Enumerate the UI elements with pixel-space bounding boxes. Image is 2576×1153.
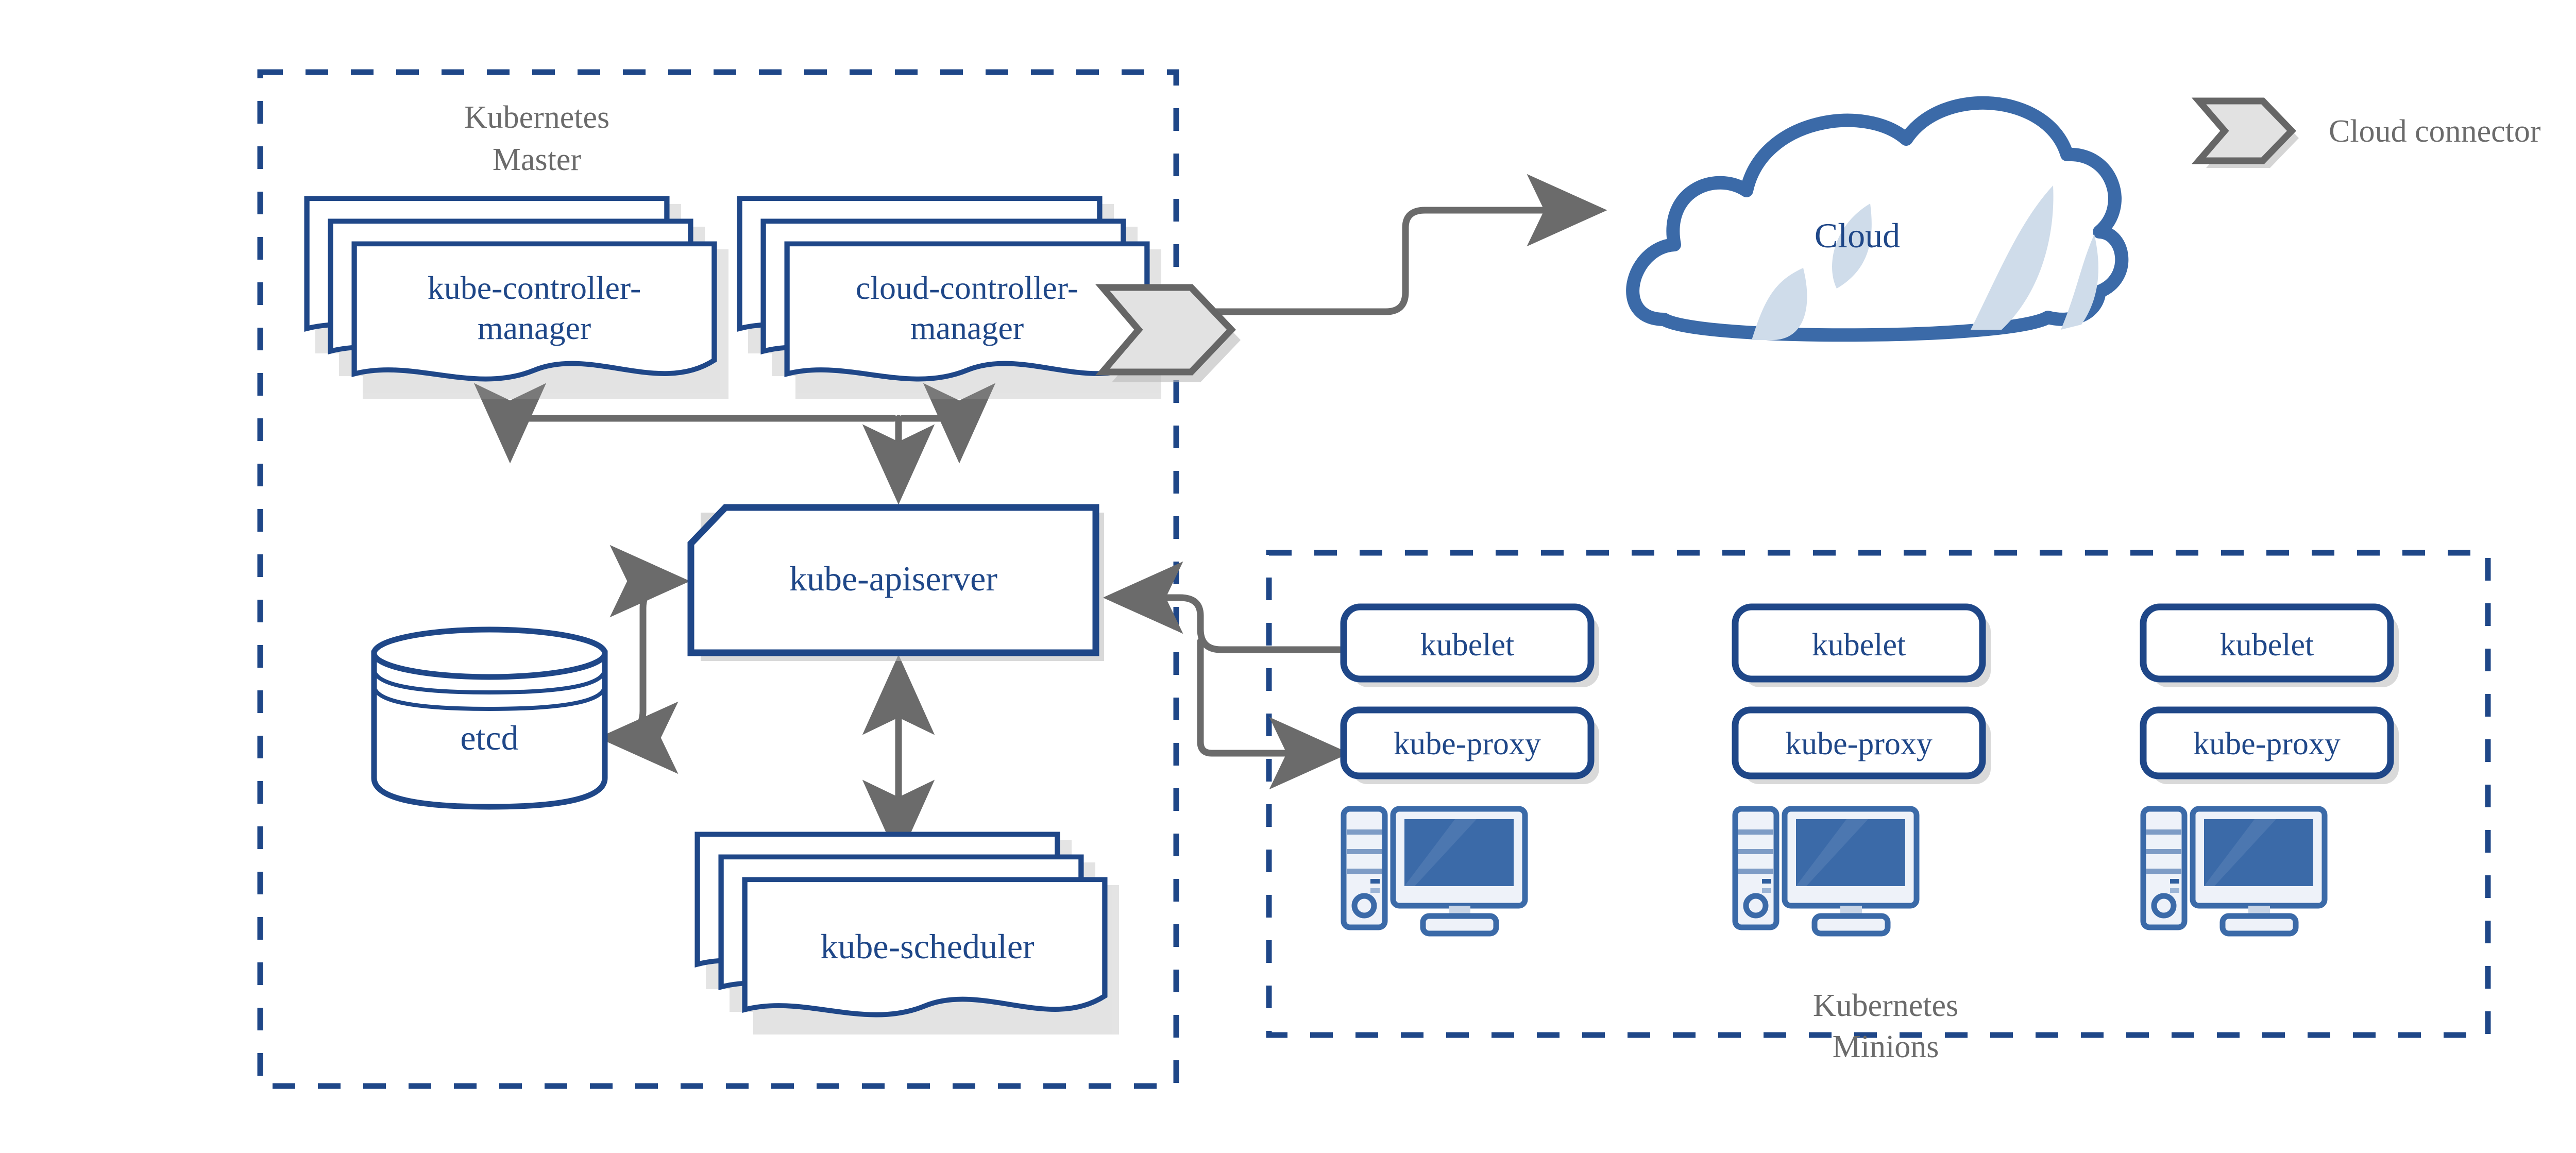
- minion-2-desktop-computer-icon: [1732, 806, 1920, 937]
- node-label-kube-controller-manager-line1: kube-controller-: [428, 269, 641, 306]
- minion-3-kube-proxy-label: kube-proxy: [2193, 726, 2341, 761]
- minion-2-kube-proxy-label: kube-proxy: [1785, 726, 1933, 761]
- node-kube-controller-manager[interactable]: kube-controller- manager: [307, 198, 728, 399]
- arrow-apiserver-to-kubeproxy: [1197, 638, 1350, 790]
- arrow-kubelet-to-apiserver: [1103, 561, 1343, 653]
- minion-3-kubelet-label: kubelet: [2220, 628, 2314, 663]
- node-kube-scheduler[interactable]: kube-scheduler: [698, 834, 1119, 1035]
- node-label-kube-apiserver: kube-apiserver: [789, 559, 997, 598]
- node-label-cloud-controller-manager-line1: cloud-controller-: [856, 269, 1078, 306]
- minion-1-kube-proxy[interactable]: kube-proxy: [1340, 706, 1599, 784]
- arrow-apiserver-etcd: [598, 545, 690, 774]
- node-label-etcd: etcd: [460, 718, 518, 757]
- arrow-apiserver-to-cloud-controller-manager: [899, 383, 996, 464]
- arrow-cloud-connector-to-cloud: [1197, 174, 1607, 315]
- minion-2-kubelet-label: kubelet: [1812, 628, 1906, 663]
- node-label-kube-controller-manager-line2: manager: [478, 310, 591, 346]
- connector-lines: [473, 174, 1607, 860]
- minion-1-desktop-computer-icon: [1341, 806, 1528, 937]
- zone-label-master-line2: Master: [493, 142, 582, 177]
- node-label-kube-scheduler: kube-scheduler: [820, 927, 1035, 966]
- zone-label-master-line1: Kubernetes: [464, 100, 609, 135]
- zone-label-minions-line2: Minions: [1833, 1029, 1939, 1064]
- node-kube-apiserver[interactable]: kube-apiserver: [687, 504, 1104, 661]
- node-etcd[interactable]: etcd: [371, 626, 608, 810]
- minion-3: kubelet kube-proxy: [2140, 603, 2399, 937]
- minion-2-kube-proxy[interactable]: kube-proxy: [1732, 706, 1991, 784]
- minion-1-kubelet[interactable]: kubelet: [1340, 603, 1599, 687]
- cloud-connector-icon[interactable]: [1095, 284, 1241, 382]
- node-cloud[interactable]: Cloud: [1626, 96, 2129, 342]
- minion-2: kubelet kube-proxy: [1732, 603, 1991, 937]
- legend-label: Cloud connector: [2329, 114, 2541, 149]
- zone-label-minions-line1: Kubernetes: [1813, 988, 1958, 1023]
- kubernetes-minions-zone: [1266, 550, 2491, 1038]
- node-label-cloud: Cloud: [1815, 216, 1900, 255]
- node-label-cloud-controller-manager-line2: manager: [910, 310, 1024, 346]
- node-cloud-controller-manager[interactable]: cloud-controller- manager: [740, 198, 1161, 399]
- legend: Cloud connector: [2191, 97, 2541, 168]
- minion-3-kube-proxy[interactable]: kube-proxy: [2140, 706, 2399, 784]
- legend-cloud-connector-icon: [2191, 97, 2299, 168]
- minion-1-kube-proxy-label: kube-proxy: [1394, 726, 1541, 761]
- minion-1-kubelet-label: kubelet: [1420, 628, 1515, 663]
- minion-3-kubelet[interactable]: kubelet: [2140, 603, 2399, 687]
- arrow-apiserver-to-kube-controller-manager: [473, 383, 897, 464]
- minion-1: kubelet kube-proxy: [1340, 603, 1599, 937]
- minion-2-kubelet[interactable]: kubelet: [1732, 603, 1991, 687]
- minion-3-desktop-computer-icon: [2140, 806, 2328, 937]
